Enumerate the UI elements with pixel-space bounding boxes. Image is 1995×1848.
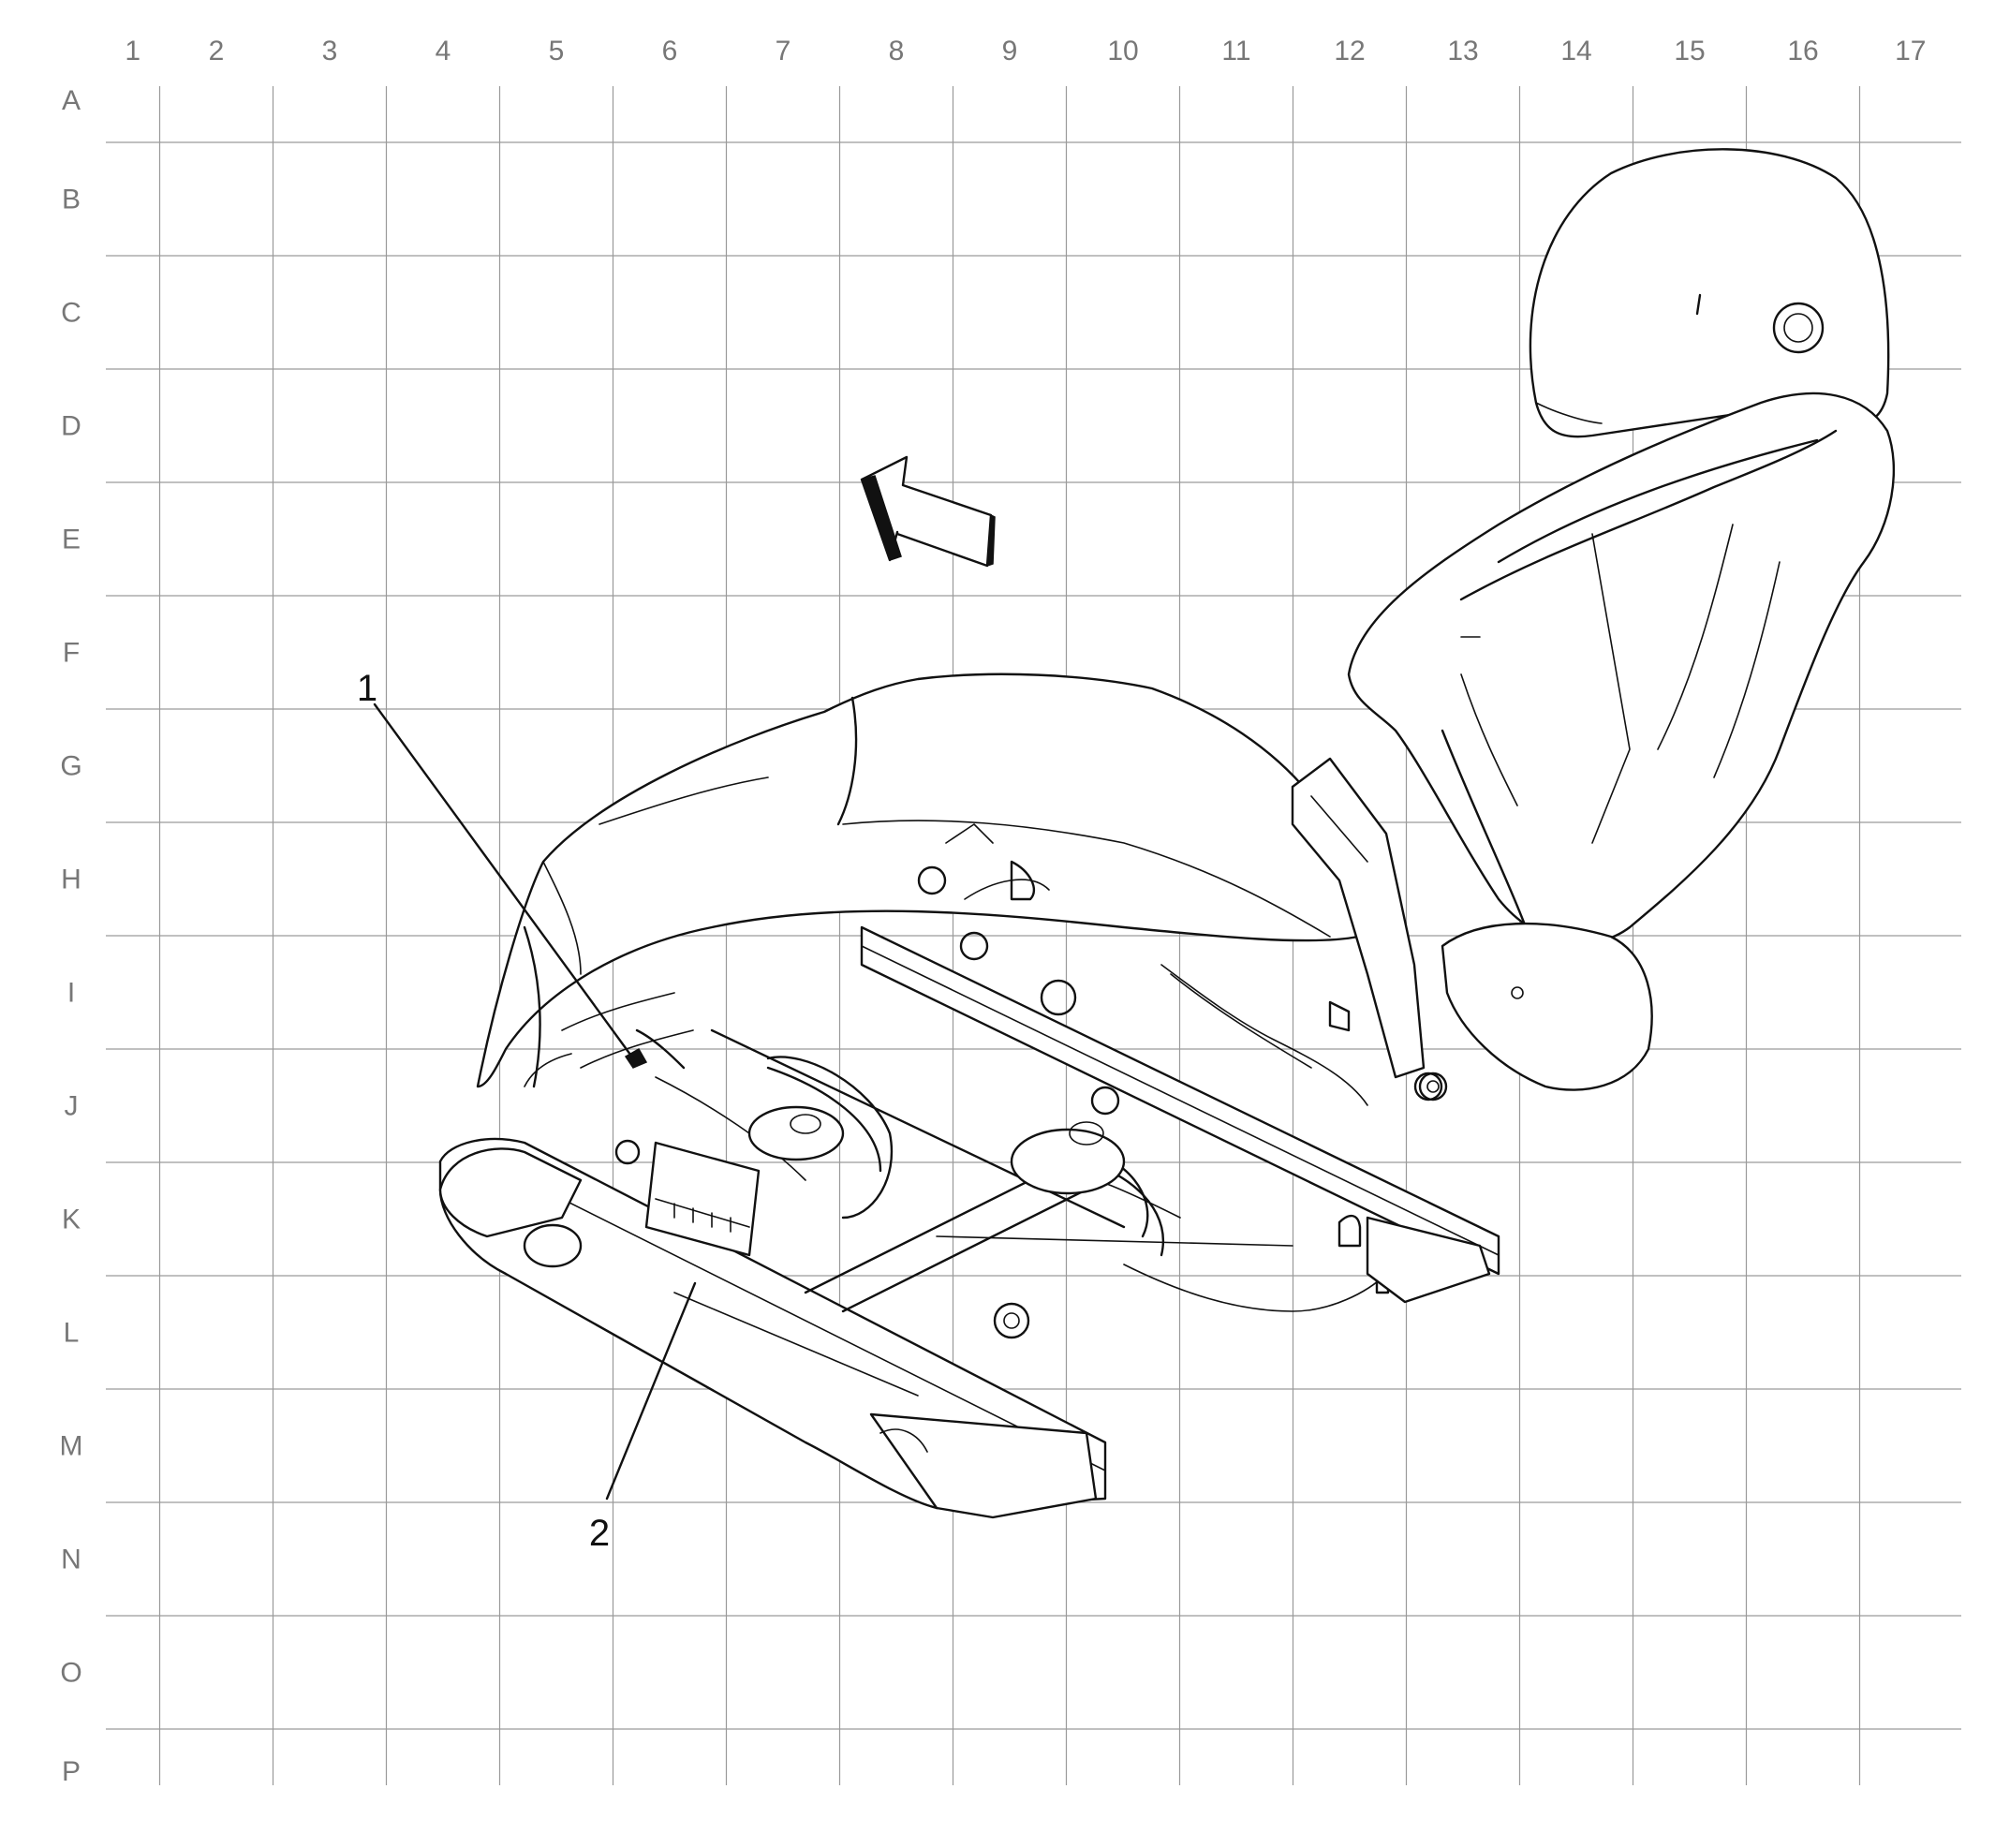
grid-row-label: D: [61, 411, 81, 442]
callout-label-1: 1: [357, 668, 377, 709]
seat-frame: [438, 757, 1500, 1519]
grid-row-label: K: [62, 1205, 81, 1235]
grid-row-label: L: [64, 1318, 80, 1349]
grid-column-label: 12: [1334, 36, 1365, 67]
grid-column-label: 4: [436, 36, 451, 67]
grid-column-label: 17: [1895, 36, 1926, 67]
grid-column-label: 13: [1447, 36, 1478, 67]
grid-row-label: B: [62, 185, 81, 215]
seat-back-side-panel: [1441, 922, 1653, 1091]
grid-row-label: J: [65, 1091, 79, 1122]
grid-column-label: 11: [1221, 36, 1250, 67]
grid-row-label: E: [62, 525, 81, 555]
headrest: [1529, 148, 1890, 438]
grid-column-label: 9: [1002, 36, 1018, 67]
forward-direction-arrow: [860, 455, 996, 568]
grid-row-label: A: [62, 85, 81, 116]
seat-back: [1347, 392, 1896, 957]
grid-row-label: C: [61, 298, 81, 329]
grid-row-label: G: [60, 751, 81, 782]
grid-column-label: 8: [889, 36, 905, 67]
grid-column-label: 10: [1107, 36, 1138, 67]
grid-row-label: I: [67, 978, 75, 1009]
cushion-underside-details: [524, 823, 1050, 1087]
grid-column-label: 16: [1787, 36, 1818, 67]
grid-row-label: H: [61, 865, 81, 895]
grid-row-label: N: [61, 1545, 81, 1575]
callout-label-2: 2: [589, 1513, 610, 1554]
grid-row-label: F: [63, 638, 80, 669]
grid-column-label: 3: [322, 36, 338, 67]
grid-column-label: 15: [1674, 36, 1705, 67]
grid-column-label: 6: [662, 36, 678, 67]
grid-column-label: 14: [1560, 36, 1591, 67]
seat-assembly-drawing: [373, 148, 1896, 1519]
row-labels: A B C D E F G H I J K L M N O P: [60, 85, 83, 1787]
connector-2-housing: [644, 1141, 761, 1257]
grid-column-label: 5: [549, 36, 565, 67]
connector-1: [624, 1028, 686, 1070]
grid-row-label: M: [60, 1431, 83, 1462]
grid-column-label: 2: [209, 36, 225, 67]
grid-column-label: 7: [776, 36, 791, 67]
leader-lines: [373, 702, 697, 1501]
grid-row-label: P: [62, 1756, 81, 1787]
grid-column-label: 1: [125, 36, 140, 67]
grid-row-label: O: [60, 1658, 81, 1689]
